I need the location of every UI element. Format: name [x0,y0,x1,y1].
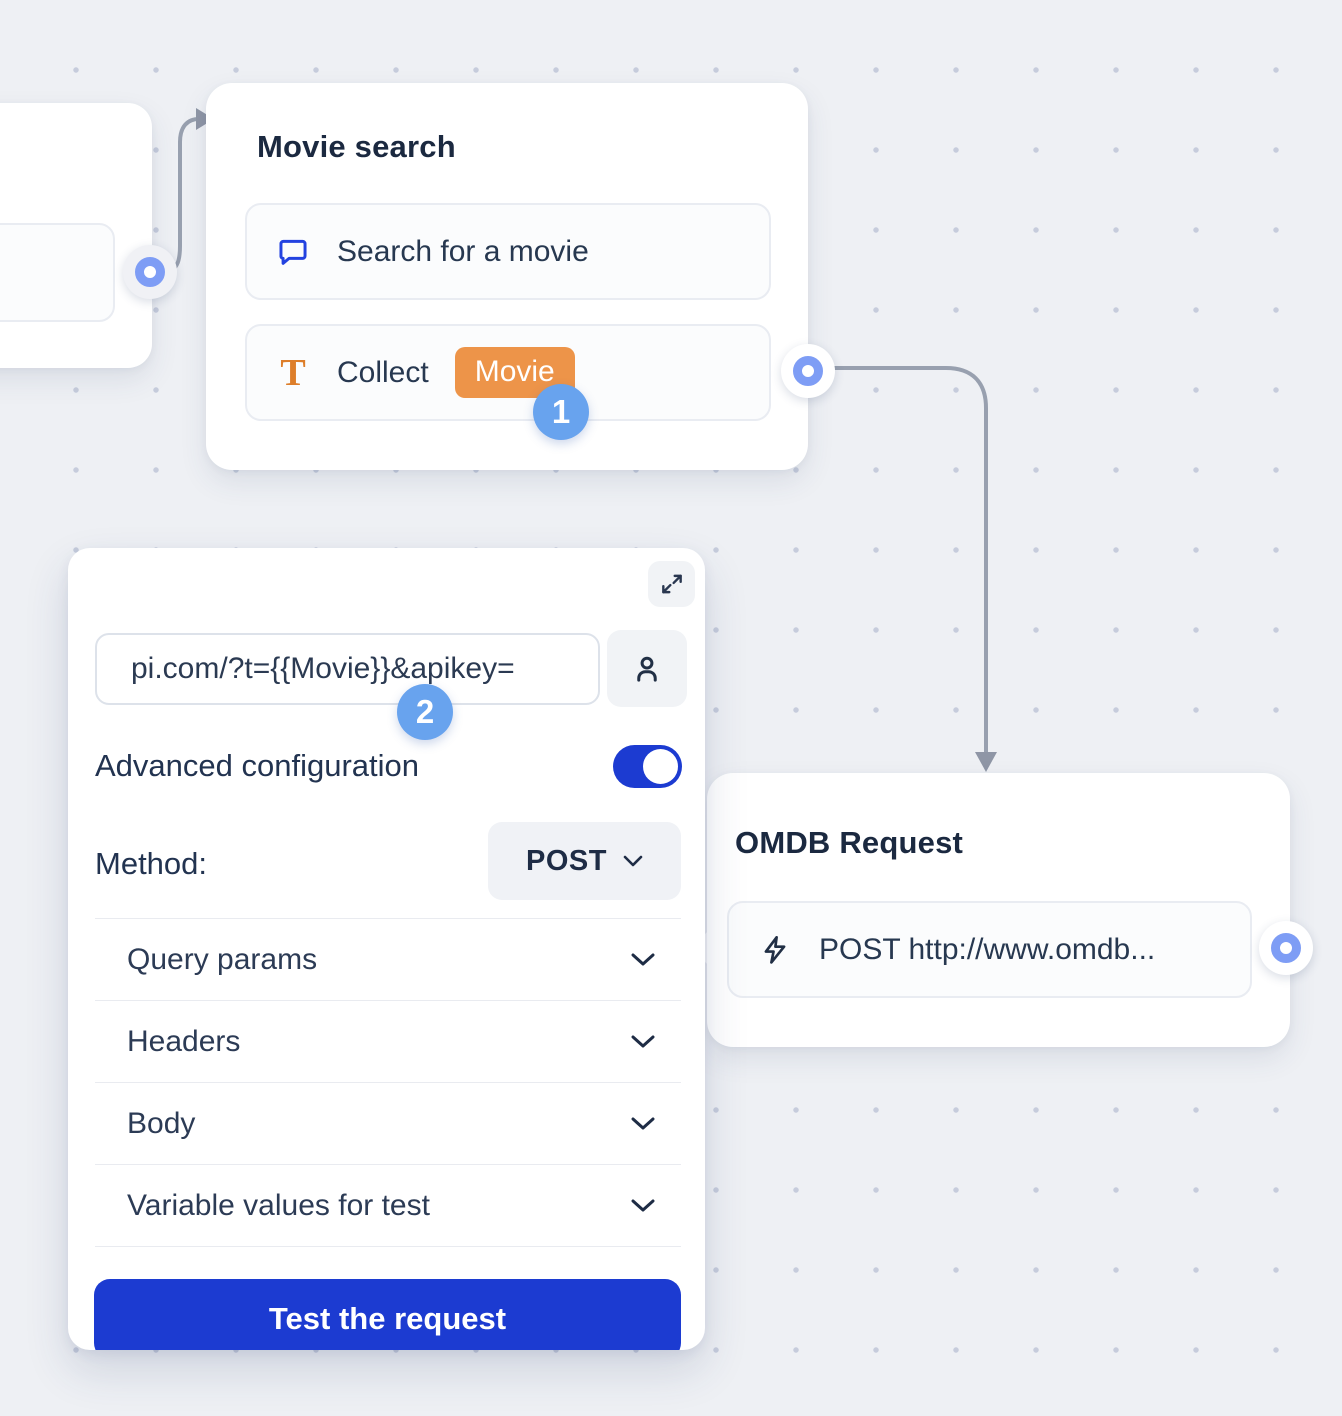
chevron-down-icon [631,953,655,967]
port-dot-icon [1271,933,1301,963]
node-title: Movie search [257,129,456,164]
port-dot-icon [793,356,823,386]
advanced-configuration-toggle[interactable] [613,745,682,788]
omdb-request-node[interactable]: OMDB Request POST http://www.omdb... [707,773,1290,1047]
method-value: POST [526,844,607,877]
method-label: Method: [95,846,208,881]
chevron-down-icon [623,855,643,867]
output-port-offscreen-node[interactable] [123,245,177,299]
movie-search-node[interactable]: Movie search Search for a movie T Collec… [206,83,808,470]
chat-bubble-icon [275,235,311,269]
section-list: Query params Headers Body Variable value… [95,918,681,1247]
port-dot-icon [135,257,165,287]
insert-variable-button[interactable] [607,630,687,707]
offscreen-node-item[interactable] [0,223,115,322]
output-port-movie-search[interactable] [781,344,835,398]
step-badge-1: 1 [533,384,589,440]
webhook-settings-panel: Advanced configuration Method: POST Quer… [68,548,705,1350]
lightning-icon [757,933,793,967]
collect-variable-block[interactable]: T Collect Movie [245,324,771,421]
text-input-icon: T [280,351,306,394]
message-block[interactable]: Search for a movie [245,203,771,300]
section-label: Query params [127,942,318,976]
method-dropdown[interactable]: POST [488,822,681,900]
section-query-params[interactable]: Query params [95,919,681,1001]
chevron-down-icon [631,1199,655,1213]
chevron-down-icon [631,1035,655,1049]
person-icon [628,650,666,688]
section-label: Variable values for test [127,1188,430,1222]
step-badge-2: 2 [397,684,453,740]
test-request-button[interactable]: Test the request [94,1279,681,1350]
node-title: OMDB Request [735,825,964,860]
webhook-block[interactable]: POST http://www.omdb... [727,901,1252,998]
section-body[interactable]: Body [95,1083,681,1165]
section-label: Body [127,1106,196,1140]
request-url-input[interactable] [95,633,600,705]
offscreen-node-card[interactable] [0,103,152,368]
variable-chip[interactable]: Movie [454,347,575,398]
message-block-label: Search for a movie [337,234,589,268]
webhook-block-label: POST http://www.omdb... [819,932,1156,966]
section-headers[interactable]: Headers [95,1001,681,1083]
section-variable-values[interactable]: Variable values for test [95,1165,681,1247]
section-label: Headers [127,1024,241,1058]
expand-icon [659,571,685,597]
advanced-configuration-label: Advanced configuration [95,748,420,783]
output-port-omdb-request[interactable] [1259,921,1313,975]
toggle-knob [643,749,678,784]
collect-block-label: Collect [337,355,429,389]
chevron-down-icon [631,1117,655,1131]
expand-button[interactable] [648,561,695,607]
